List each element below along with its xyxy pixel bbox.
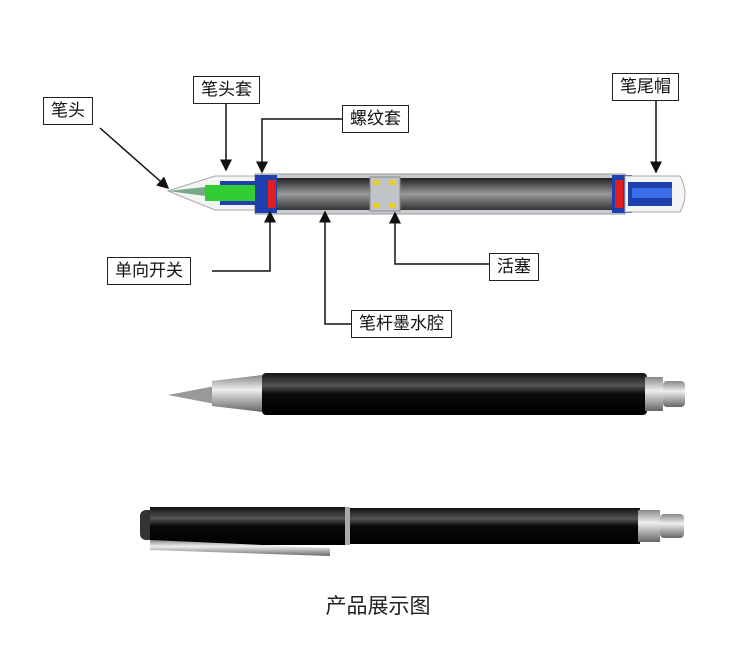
label-check-valve: 单向开关 [107,257,191,285]
cross-section [166,173,686,215]
pen-photo-uncapped [168,373,685,415]
caption: 产品展示图 [325,594,431,618]
label-nib: 笔头 [43,97,93,125]
label-nib-sleeve: 笔头套 [193,76,260,104]
pen-photo-capped [140,507,684,556]
label-piston: 活塞 [489,253,539,281]
label-tail-cap: 笔尾帽 [612,73,679,101]
label-thread-sleeve: 螺纹套 [342,105,409,133]
label-barrel-ink-chamber: 笔杆墨水腔 [351,310,452,338]
